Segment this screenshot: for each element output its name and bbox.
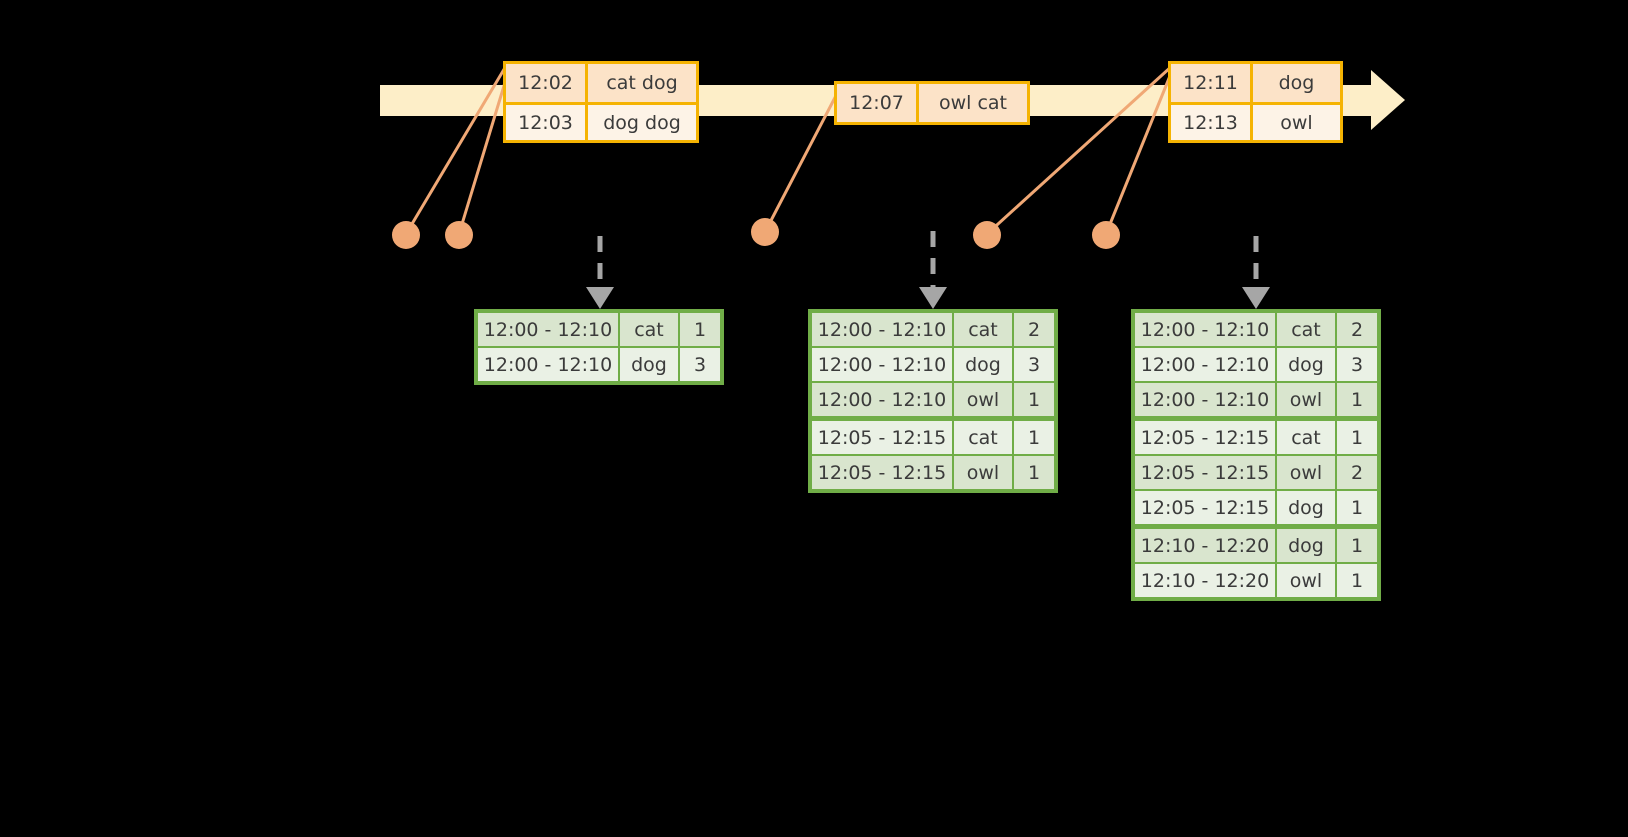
cell-count: 1 (1014, 421, 1054, 454)
cell-window: 12:05 - 12:15 (1135, 421, 1275, 454)
timeline-arrowhead-icon (1371, 70, 1405, 130)
cell-window: 12:05 - 12:15 (1135, 491, 1275, 524)
event-time: 12:07 (837, 84, 919, 122)
cell-word: dog (1277, 348, 1335, 381)
cell-word: owl (1277, 383, 1335, 416)
cell-count: 3 (1337, 348, 1377, 381)
cell-count: 3 (1014, 348, 1054, 381)
flow-arrow-head-3 (1242, 287, 1270, 309)
event-words: cat dog (588, 64, 696, 102)
cell-window: 12:05 - 12:15 (1135, 456, 1275, 489)
connector-dot-3 (751, 218, 779, 246)
connector-dot-5 (1092, 221, 1120, 249)
cell-word: owl (1277, 456, 1335, 489)
event-time: 12:11 (1171, 64, 1253, 102)
cell-window: 12:05 - 12:15 (812, 456, 952, 489)
event-words: owl cat (919, 84, 1027, 122)
cell-count: 2 (1337, 456, 1377, 489)
event-words: dog (1253, 64, 1340, 102)
cell-window: 12:00 - 12:10 (1135, 383, 1275, 416)
cell-word: owl (954, 383, 1012, 416)
cell-word: dog (954, 348, 1012, 381)
event-time: 12:13 (1171, 105, 1253, 140)
cell-count: 1 (1337, 529, 1377, 562)
cell-word: cat (1277, 313, 1335, 346)
cell-word: cat (1277, 421, 1335, 454)
event-time: 12:03 (506, 105, 588, 140)
event-row: 12:13 owl (1171, 102, 1340, 140)
event-row: 12:03 dog dog (506, 102, 696, 140)
cell-count: 1 (1337, 383, 1377, 416)
event-row: 12:11 dog (1171, 64, 1340, 102)
event-box-3[interactable]: 12:11 dog 12:13 owl (1168, 61, 1343, 143)
cell-word: dog (620, 348, 678, 381)
cell-word: cat (954, 421, 1012, 454)
cell-word: owl (1277, 564, 1335, 597)
cell-window: 12:00 - 12:10 (478, 348, 618, 381)
cell-count: 1 (1014, 383, 1054, 416)
cell-window: 12:00 - 12:10 (1135, 313, 1275, 346)
cell-count: 2 (1337, 313, 1377, 346)
event-time: 12:02 (506, 64, 588, 102)
cell-window: 12:00 - 12:10 (812, 313, 952, 346)
event-words: dog dog (588, 105, 696, 140)
cell-word: owl (954, 456, 1012, 489)
cell-window: 12:10 - 12:20 (1135, 529, 1275, 562)
event-box-1[interactable]: 12:02 cat dog 12:03 dog dog (503, 61, 699, 143)
event-box-2[interactable]: 12:07 owl cat (834, 81, 1030, 125)
cell-count: 1 (1337, 491, 1377, 524)
cell-count: 1 (680, 313, 720, 346)
cell-word: cat (954, 313, 1012, 346)
cell-count: 1 (1014, 456, 1054, 489)
event-row: 12:07 owl cat (837, 84, 1027, 122)
cell-count: 1 (1337, 564, 1377, 597)
cell-count: 2 (1014, 313, 1054, 346)
connector-dot-2 (445, 221, 473, 249)
event-words: owl (1253, 105, 1340, 140)
cell-window: 12:00 - 12:10 (1135, 348, 1275, 381)
cell-window: 12:00 - 12:10 (812, 383, 952, 416)
cell-window: 12:05 - 12:15 (812, 421, 952, 454)
cell-count: 3 (680, 348, 720, 381)
cell-window: 12:00 - 12:10 (478, 313, 618, 346)
connector-dot-4 (973, 221, 1001, 249)
cell-word: dog (1277, 529, 1335, 562)
connector-dot-1 (392, 221, 420, 249)
cell-word: cat (620, 313, 678, 346)
cell-count: 1 (1337, 421, 1377, 454)
flow-arrow-head-2 (919, 287, 947, 309)
cell-word: dog (1277, 491, 1335, 524)
flow-arrow-head-1 (586, 287, 614, 309)
event-row: 12:02 cat dog (506, 64, 696, 102)
cell-window: 12:10 - 12:20 (1135, 564, 1275, 597)
cell-window: 12:00 - 12:10 (812, 348, 952, 381)
